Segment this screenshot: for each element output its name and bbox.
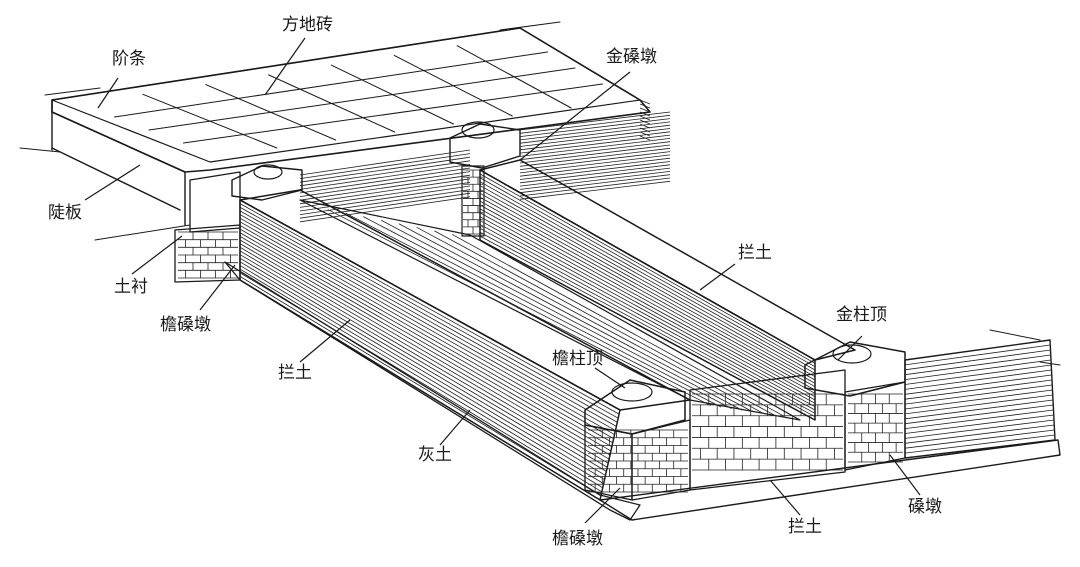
label-jinsangdun: 金磉墩 [606,47,657,67]
label-huitu: 灰土 [418,445,452,465]
label-yanzhuding: 檐柱顶 [552,349,603,369]
label-fangdizhuan: 方地砖 [282,15,333,35]
label-jinzhuding: 金柱顶 [836,305,887,325]
label-douban: 陡板 [48,203,82,223]
label-lantu-bottom: 拦土 [788,517,822,537]
back-pier [449,121,521,237]
leader-lines [84,37,921,524]
label-yansangdun-left: 檐磉墩 [160,315,211,335]
label-lantu-upper: 拦土 [738,243,772,263]
label-yansangdun-bottom: 檐磉墩 [552,529,603,549]
label-sangdun: 磉墩 [908,497,942,517]
right-pier [804,341,906,471]
projection-lines [19,21,1061,366]
label-tuchen: 土衬 [114,277,148,297]
inner-pit [299,199,801,421]
right-extension [904,339,1056,459]
front-wall [689,369,846,491]
lime-soil-base [599,439,1061,521]
front-pier [584,379,691,501]
right-beam [479,159,856,421]
platform [51,27,671,226]
label-jietiao: 阶条 [112,49,146,69]
labels: 阶条 方地砖 金磉墩 陡板 土衬 檐磉墩 拦土 金柱顶 拦土 檐柱顶 灰土 磉墩… [48,15,942,549]
label-lantu-left: 拦土 [278,363,312,383]
